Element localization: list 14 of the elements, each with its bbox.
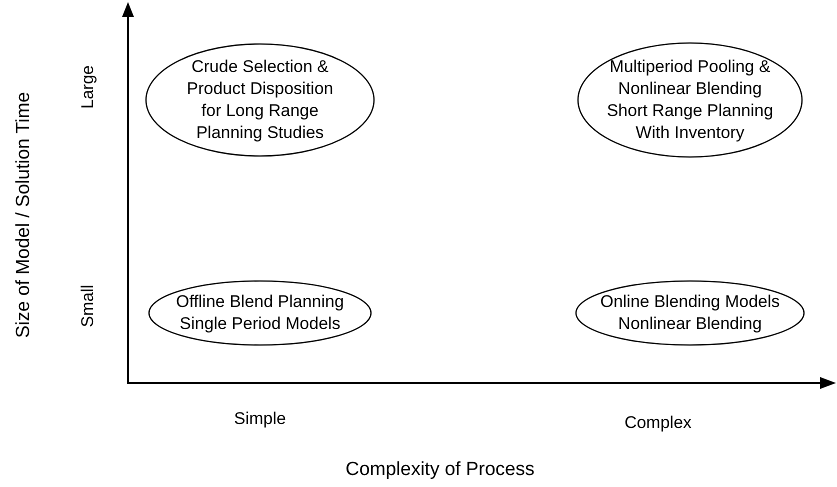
axis-tick-label: Complex bbox=[624, 413, 692, 433]
node-text: Offline Blend Planning Single Period Models bbox=[175, 291, 345, 335]
ellipse-node bbox=[575, 280, 805, 346]
axis-title: Size of Model / Solution Time bbox=[13, 92, 35, 338]
axis-tick-label: Small bbox=[78, 284, 98, 328]
node-text: Multiperiod Pooling & Nonlinear Blending Short Range Planning With Inventory bbox=[606, 56, 774, 144]
node-text: Online Blending Models Nonlinear Blending bbox=[599, 291, 781, 335]
axis-tick-label: Large bbox=[78, 65, 98, 109]
axis-tick-label: Simple bbox=[234, 409, 286, 429]
ellipse-node bbox=[148, 280, 372, 346]
axis-title: Complexity of Process bbox=[346, 459, 534, 481]
ellipse-node bbox=[577, 42, 803, 158]
node-text: Crude Selection & Product Disposition for Long Range Planning Studies bbox=[186, 56, 334, 144]
ellipse-node bbox=[145, 43, 375, 157]
